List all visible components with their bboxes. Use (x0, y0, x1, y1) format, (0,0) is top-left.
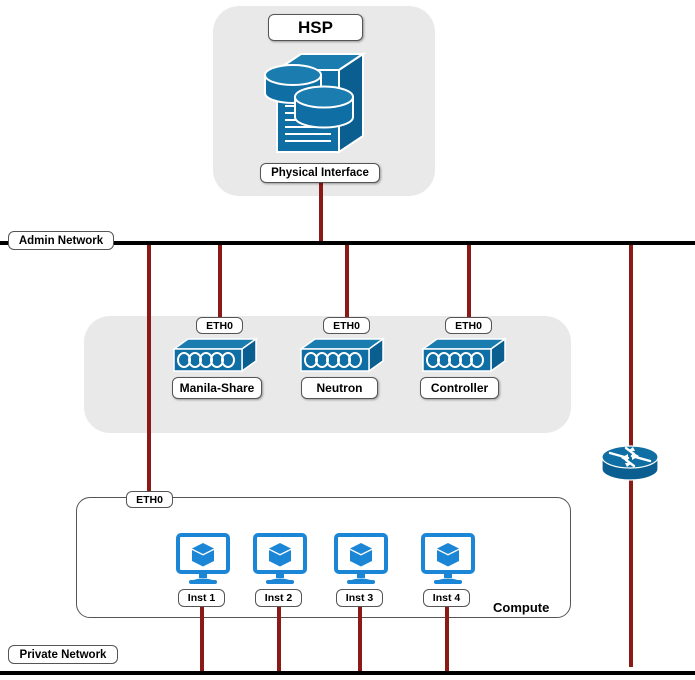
storage-server-icon (263, 48, 368, 160)
compute-label: Compute (493, 600, 550, 615)
link-admin-to-manila-share (218, 243, 222, 328)
inst-2-label: Inst 2 (255, 589, 302, 607)
router-icon (600, 443, 660, 485)
link-admin-to-neutron (345, 243, 349, 328)
hsp-physical-interface-label: Physical Interface (260, 163, 380, 183)
private-network-bus (0, 671, 695, 675)
instance-monitor-icon (334, 533, 388, 585)
switch-icon (172, 337, 258, 373)
instance-monitor-icon (421, 533, 475, 585)
link-inst-3-to-private (358, 606, 362, 674)
instance-monitor-icon (176, 533, 230, 585)
link-inst-1-to-private (200, 606, 204, 674)
compute-nic-label: ETH0 (126, 491, 173, 508)
admin-network-label: Admin Network (8, 231, 114, 250)
manila-share-nic-label: ETH0 (196, 317, 243, 334)
switch-icon (299, 337, 385, 373)
link-admin-to-compute (147, 243, 151, 500)
neutron-nic-label: ETH0 (323, 317, 370, 334)
link-inst-4-to-private (445, 606, 449, 674)
manila-share-label: Manila-Share (172, 377, 262, 399)
services-panel (84, 316, 571, 433)
neutron-label: Neutron (301, 377, 378, 399)
hsp-title-label: HSP (268, 14, 363, 41)
link-admin-to-controller (467, 243, 471, 328)
controller-label: Controller (420, 377, 499, 399)
link-hsp-to-admin (319, 182, 323, 244)
controller-nic-label: ETH0 (445, 317, 492, 334)
link-inst-2-to-private (277, 606, 281, 674)
inst-1-label: Inst 1 (178, 589, 225, 607)
private-network-label: Private Network (8, 645, 118, 664)
instance-monitor-icon (253, 533, 307, 585)
compute-box (76, 497, 571, 618)
inst-4-label: Inst 4 (423, 589, 470, 607)
inst-3-label: Inst 3 (336, 589, 383, 607)
admin-network-bus (0, 241, 695, 245)
switch-icon (421, 337, 507, 373)
